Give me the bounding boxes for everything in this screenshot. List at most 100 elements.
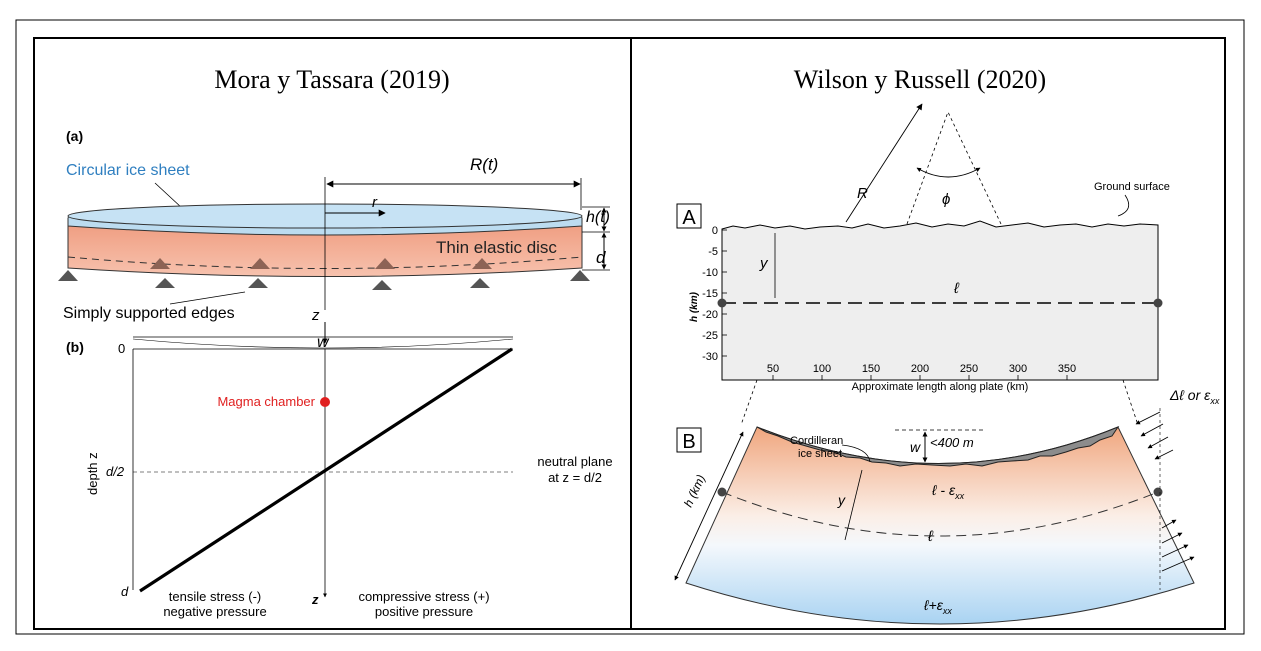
extension-arrow [1161, 556, 1195, 572]
x-tick-label: 200 [911, 363, 929, 375]
magma-chamber [320, 397, 330, 407]
extension-arrow [1161, 544, 1189, 558]
x-tick-label: 350 [1058, 363, 1076, 375]
ice-leader [841, 444, 871, 463]
y-label-b: y [837, 492, 846, 508]
ell-minus-main: ℓ - ε [931, 482, 956, 498]
compressive-label-1: compressive stress (+) [358, 589, 489, 604]
support-low-2 [248, 278, 268, 288]
radius-label: R(t) [470, 155, 498, 174]
cordilleran-ice [756, 425, 1120, 467]
compression-arrow [1147, 436, 1169, 449]
neutral-curve-b [721, 491, 1159, 537]
r-label: r [372, 194, 378, 211]
support-low-3 [372, 280, 392, 290]
tensile-label-2: negative pressure [163, 604, 266, 619]
ice-sheet-leader [154, 182, 183, 209]
compression-arrow [1135, 411, 1161, 425]
z-label-top: z [311, 307, 320, 324]
x-tick-label: 50 [767, 363, 779, 375]
y-tick-label: 0 [712, 225, 718, 237]
extension-arrow [1161, 532, 1183, 544]
d-half-tick: d/2 [106, 464, 125, 479]
cone-right [947, 111, 1002, 225]
ice-label-2: ice sheet [798, 448, 842, 460]
R-arrow [845, 103, 923, 223]
neutral-label-2: at z = d/2 [548, 470, 602, 485]
y-tick-label: -20 [702, 309, 718, 321]
panel-B-label: B [682, 431, 695, 453]
extension-arrows [1161, 519, 1195, 572]
support-inner-1 [150, 258, 170, 269]
supports-leader [169, 291, 246, 305]
x-tick-label: 100 [813, 363, 831, 375]
d-tick: d [121, 584, 129, 599]
depth-label: depth z [85, 452, 100, 495]
right-title: Wilson y Russell (2020) [794, 65, 1046, 94]
d-label-a: d [596, 248, 606, 267]
y-label-a: y [759, 255, 769, 272]
axis-ylabel: h (km) [689, 291, 700, 322]
curved-plate [685, 426, 1195, 625]
outer-border [15, 19, 1245, 635]
delta-label: Δℓ or εxx [1169, 387, 1220, 406]
support-inner-2 [250, 258, 270, 269]
delta-label-sub: xx [1209, 396, 1220, 406]
cone-left [906, 111, 949, 225]
neutral-label-1: neutral plane [537, 454, 612, 469]
h-km-arrow [674, 431, 744, 581]
support-inner-4 [472, 258, 492, 269]
b-zero-tick: 0 [118, 341, 125, 356]
stress-line [139, 347, 513, 593]
panel-A-box [676, 203, 702, 229]
panel-b-label: (b) [66, 339, 84, 355]
connector-right [1122, 379, 1139, 426]
ell-minus-sub: xx [954, 491, 965, 501]
support-low-1 [155, 278, 175, 288]
axis-xlabel: Approximate length along plate (km) [852, 381, 1029, 393]
b-deflection [132, 338, 514, 349]
ell-minus-label: ℓ - εxx [931, 482, 965, 501]
ground-label: Ground surface [1094, 181, 1170, 193]
ell-plus-main: ℓ+ε [923, 597, 944, 613]
ell-label-a: ℓ [953, 280, 960, 297]
left-panel-frame [33, 37, 632, 630]
phi-arc [916, 167, 981, 178]
support-inner-3 [375, 258, 395, 269]
x-tick-label: 300 [1009, 363, 1027, 375]
y-line-b [844, 469, 863, 541]
neutral-point-right-a [1153, 298, 1163, 308]
neutral-point-left-a [717, 298, 727, 308]
compression-arrows [1135, 411, 1174, 460]
support-left [58, 270, 78, 281]
magma-label: Magma chamber [217, 394, 315, 409]
R-label: R [857, 185, 868, 202]
supports [58, 258, 590, 290]
z-label-bottom: z [311, 592, 319, 607]
ht-label: h(t) [586, 209, 610, 226]
y-tick-label: -25 [702, 330, 718, 342]
left-title: Mora y Tassara (2019) [214, 65, 449, 94]
neutral-point-right-b [1153, 487, 1163, 497]
w-label-b: w [910, 439, 921, 455]
tensile-label-1: tensile stress (-) [169, 589, 261, 604]
phi-label: ϕ [942, 191, 950, 208]
ell-plus-label: ℓ+εxx [923, 597, 952, 616]
delta-label-main: Δℓ or ε [1169, 387, 1211, 403]
w-value: <400 m [930, 435, 974, 450]
disc-label: Thin elastic disc [436, 238, 557, 257]
h-km-label: h (km) [681, 473, 708, 510]
extension-arrow [1161, 519, 1177, 529]
ell-plus-sub: xx [942, 606, 953, 616]
right-panel-frame [630, 37, 1226, 630]
compression-arrow [1154, 449, 1174, 460]
compression-arrow [1140, 423, 1164, 437]
ice-sheet-label: Circular ice sheet [66, 162, 190, 179]
w-label: w [317, 334, 330, 351]
x-tick-label: 150 [862, 363, 880, 375]
y-ticks: 0-5-10-15-20-25-30 [702, 225, 727, 363]
section-box [721, 220, 1159, 381]
ell-label-b: ℓ [927, 528, 934, 545]
y-tick-label: -5 [708, 246, 718, 258]
